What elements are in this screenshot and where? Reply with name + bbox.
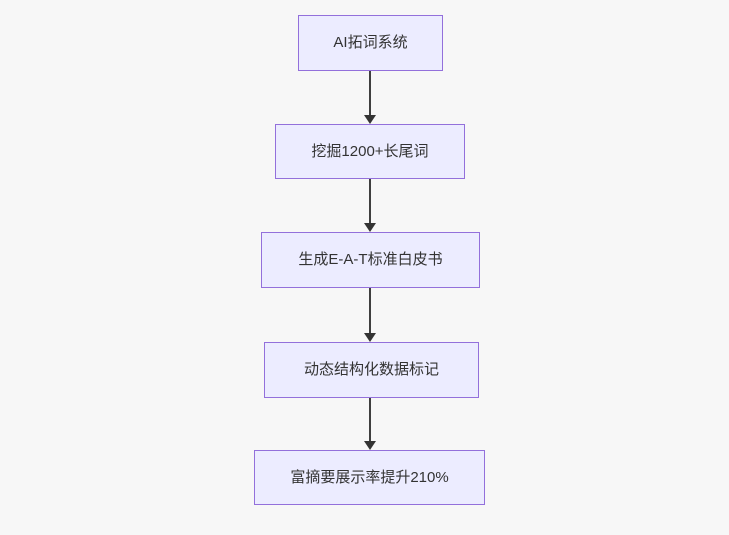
node-label: 动态结构化数据标记: [303, 361, 439, 378]
arrow-down-icon: [364, 223, 376, 232]
arrow-down-icon: [364, 115, 376, 124]
edge-line: [369, 288, 371, 333]
flowchart-node-ai-word-expansion: AI拓词系统: [298, 15, 443, 71]
edge-line: [369, 71, 371, 115]
edge-line: [369, 398, 371, 441]
flowchart-node-longtail-mining: 挖掘1200+长尾词: [275, 124, 465, 179]
edge-node2-node3: [364, 179, 376, 232]
node-label: 生成E-A-T标准白皮书: [298, 251, 443, 268]
flowchart-node-eat-whitepaper: 生成E-A-T标准白皮书: [261, 232, 480, 288]
flowchart-node-rich-snippet-uplift: 富摘要展示率提升210%: [254, 450, 485, 505]
edge-node1-node2: [364, 71, 376, 124]
node-label: 挖掘1200+长尾词: [311, 142, 429, 160]
arrow-down-icon: [364, 333, 376, 342]
arrow-down-icon: [364, 441, 376, 450]
edge-line: [369, 179, 371, 223]
node-label: AI拓词系统: [333, 34, 408, 51]
node-label: 富摘要展示率提升210%: [290, 468, 449, 486]
edge-node4-node5: [364, 398, 376, 450]
edge-node3-node4: [364, 288, 376, 342]
flowchart-node-structured-data-markup: 动态结构化数据标记: [264, 342, 479, 398]
